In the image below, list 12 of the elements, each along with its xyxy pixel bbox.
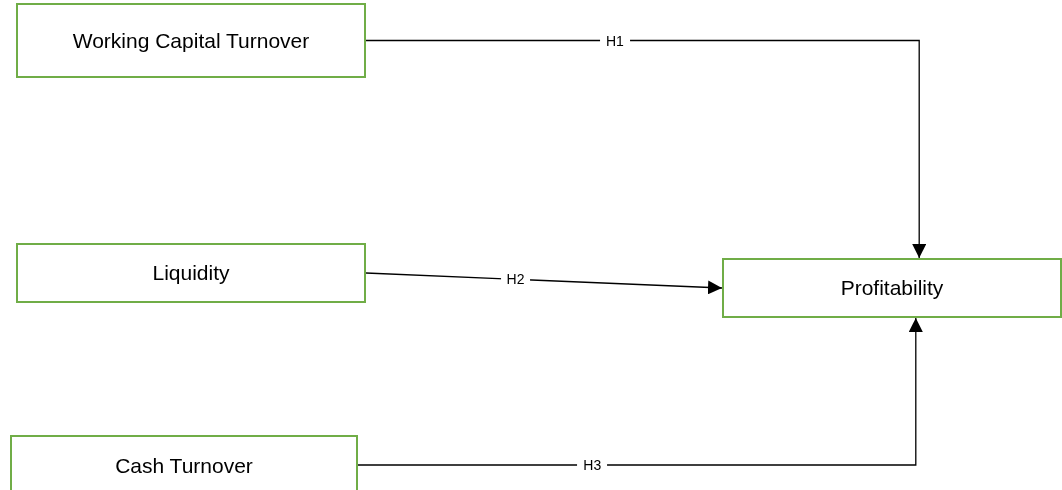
node-label: Working Capital Turnover [72,28,310,53]
node-label: Cash Turnover [115,454,253,478]
node-label: Profitability [840,276,944,300]
arrow [365,272,723,295]
process-box [722,258,1062,318]
arrow [357,317,923,466]
process-box [16,3,366,78]
edge-label: H3 [577,457,608,473]
arrow [365,39,927,259]
process-box [10,435,358,490]
node-label: Liquidity [152,261,230,285]
process-box [16,243,366,303]
